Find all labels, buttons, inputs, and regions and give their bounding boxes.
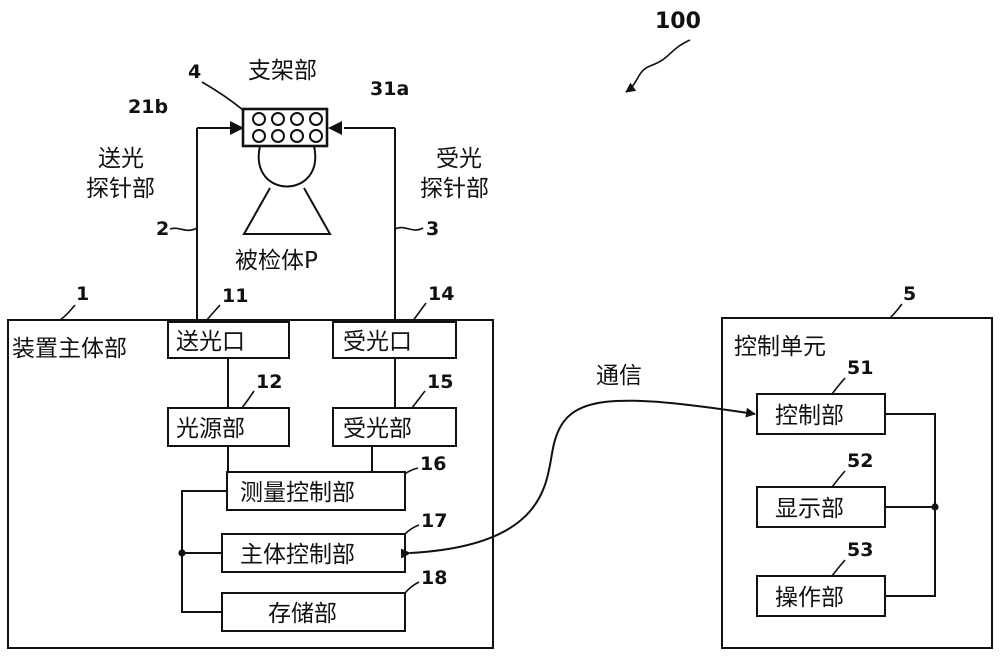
main-unit-leader	[60, 305, 75, 320]
main-unit-ref: 1	[76, 283, 89, 305]
emitter-port-ref: 11	[222, 285, 248, 307]
subject-body	[244, 188, 330, 234]
emitter-probe-label-line1: 送光	[98, 146, 144, 172]
receiver-probe-leader	[395, 228, 423, 230]
holder-leader	[202, 82, 243, 110]
bus-junction-dot	[178, 549, 185, 556]
controller-ref: 51	[847, 357, 873, 379]
light-receiver-ref: 15	[427, 371, 453, 393]
figure-number-leader	[626, 40, 690, 92]
emitter-probe-ref: 2	[156, 218, 169, 240]
storage-ref: 18	[421, 567, 447, 589]
operation-ref: 53	[847, 539, 873, 561]
light-source-label: 光源部	[176, 416, 245, 442]
holder-ref: 4	[188, 61, 201, 83]
subject-head	[259, 146, 316, 187]
figure-number: 100	[655, 9, 701, 34]
control-unit-label: 控制单元	[734, 334, 826, 360]
emitter-probe-leader	[170, 228, 197, 230]
receiver-probe-label-line1: 受光	[436, 146, 482, 172]
control-unit-ref: 5	[903, 283, 916, 305]
main-unit-label: 装置主体部	[12, 336, 127, 362]
storage-label: 存储部	[268, 601, 337, 627]
light-receiver-label: 受光部	[343, 416, 412, 442]
receiver-probe-ref: 3	[426, 218, 439, 240]
holder-label: 支架部	[248, 58, 317, 84]
subject-label: 被检体P	[235, 248, 318, 274]
display-ref: 52	[847, 450, 873, 472]
receiver-probe-label-line2: 探针部	[420, 176, 489, 202]
emitter-tip-ref: 21b	[128, 96, 168, 118]
measurement-control-ref: 16	[420, 453, 446, 475]
communication-label: 通信	[596, 363, 642, 389]
operation-label: 操作部	[775, 585, 844, 611]
measurement-control-label: 测量控制部	[240, 480, 355, 506]
receiver-port-label: 受光口	[343, 329, 412, 355]
main-control-label: 主体控制部	[240, 542, 355, 568]
display-label: 显示部	[775, 496, 844, 522]
light-source-ref: 12	[256, 371, 282, 393]
receiver-tip-arrow	[328, 121, 342, 135]
control-bus-junction-dot	[931, 503, 938, 510]
emitter-probe-label-line2: 探针部	[86, 176, 155, 202]
emitter-port-label: 送光口	[176, 329, 245, 355]
controller-label: 控制部	[775, 403, 844, 429]
receiver-port-ref: 14	[428, 283, 454, 305]
control-unit-leader	[890, 304, 902, 318]
main-control-ref: 17	[421, 510, 447, 532]
receiver-tip-ref: 31a	[370, 78, 409, 100]
